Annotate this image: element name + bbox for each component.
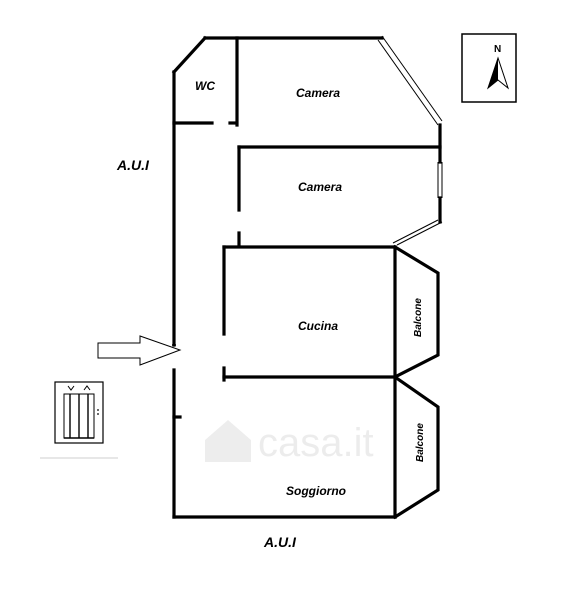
room-label-balcone-1: Balcone xyxy=(413,298,424,337)
balcone-2-outline xyxy=(392,374,440,520)
watermark-house-icon xyxy=(205,420,251,462)
aui-label-left: A.U.I xyxy=(116,157,150,173)
balcone-1-outline xyxy=(392,244,440,380)
elevator-icon xyxy=(40,381,118,459)
room-label-balcone-2: Balcone xyxy=(415,423,426,462)
compass-north-label: N xyxy=(494,44,501,55)
watermark: casa.it xyxy=(205,420,374,465)
north-compass-icon xyxy=(461,33,517,103)
windows xyxy=(172,35,443,346)
aui-label-bottom: A.U.I xyxy=(263,534,297,550)
room-label-camera-1: Camera xyxy=(296,86,340,100)
interior-walls xyxy=(172,36,442,419)
room-label-camera-2: Camera xyxy=(298,180,342,194)
room-label-wc: WC xyxy=(195,79,215,93)
room-label-soggiorno: Soggiorno xyxy=(286,484,346,498)
outer-walls xyxy=(171,35,442,519)
entrance-arrow-icon xyxy=(97,335,182,366)
room-label-cucina: Cucina xyxy=(298,319,338,333)
watermark-text: casa.it xyxy=(258,421,374,465)
